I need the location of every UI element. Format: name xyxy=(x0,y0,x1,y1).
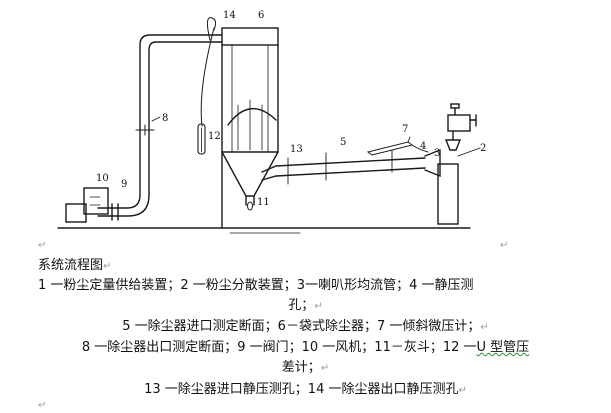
bag-filter-body xyxy=(221,27,279,229)
caption-line-2: 孔；↵ xyxy=(0,296,611,316)
caption-line-4: 8 一除尘器出口测定断面；9 一阀门；10 一风机；11－灰斗；12 一U 型管… xyxy=(0,338,611,357)
caption-line-5: 差计；↵ xyxy=(0,358,611,378)
label-3: 3 xyxy=(434,148,440,159)
label-9: 9 xyxy=(121,179,127,190)
paragraph-mark: ↵ xyxy=(458,385,467,396)
paragraph-mark: ↵ xyxy=(103,261,112,272)
paragraph-mark: ↵ xyxy=(500,240,509,251)
caption-item-5-7: 5 一除尘器进口测定断面；6－袋式除尘器；7 一倾斜微压计； xyxy=(122,319,481,334)
caption-line-6: 13 一除尘器进口静压测孔；14 一除尘器出口静压测孔↵ xyxy=(0,380,611,400)
caption-line-3: 5 一除尘器进口测定断面；6－袋式除尘器；7 一倾斜微压计；↵ xyxy=(0,317,611,337)
caption-item-12-term: U 型管压 xyxy=(476,340,530,355)
caption-item-4-cont: 孔； xyxy=(288,298,315,313)
caption-item-12-cont: 差计； xyxy=(281,360,321,375)
fan-with-valve xyxy=(65,187,125,223)
paragraph-mark: ↵ xyxy=(480,322,489,333)
inclined-micromanometer xyxy=(366,136,429,156)
label-7: 7 xyxy=(402,124,408,135)
label-11: 11 xyxy=(257,197,270,208)
inlet-duct xyxy=(261,148,441,185)
label-12: 12 xyxy=(208,131,221,142)
caption-item-1-4: 1 一粉尘定量供给装置；2 一粉尘分散装置；3一喇叭形均流管；4 一静压测 xyxy=(38,278,474,293)
paragraph-mark: ↵ xyxy=(320,363,330,374)
paragraph-mark: ↵ xyxy=(314,301,323,312)
label-6: 6 xyxy=(258,10,264,21)
caption-item-13-14: 13 一除尘器进口静压测孔；14 一除尘器出口静压测孔 xyxy=(144,382,459,397)
paragraph-mark: ↵ xyxy=(38,240,47,251)
caption-line-1: 1 一粉尘定量供给装置；2 一粉尘分散装置；3一喇叭形均流管；4 一静压测 xyxy=(38,276,611,295)
caption-title-row: 系统流程图↵ xyxy=(38,256,611,276)
u-tube-manometer xyxy=(197,17,217,155)
caption-title: 系统流程图 xyxy=(38,258,104,273)
label-8: 8 xyxy=(162,113,168,124)
system-flow-diagram: 14 6 8 12 13 5 7 4 3 2 10 9 11 xyxy=(57,10,486,234)
label-13: 13 xyxy=(290,144,303,155)
label-10: 10 xyxy=(96,173,109,184)
label-4: 4 xyxy=(420,141,426,152)
label-5: 5 xyxy=(340,137,346,148)
paragraph-mark: ↵ xyxy=(38,400,47,411)
caption-item-8-12: 8 一除尘器出口测定断面；9 一阀门；10 一风机；11－灰斗；12 一 xyxy=(81,340,477,355)
dust-feeder-and-disperser xyxy=(437,103,481,225)
ash-hopper xyxy=(221,151,279,211)
label-2: 2 xyxy=(480,143,486,154)
label-14: 14 xyxy=(223,10,236,21)
outlet-duct xyxy=(97,34,223,217)
